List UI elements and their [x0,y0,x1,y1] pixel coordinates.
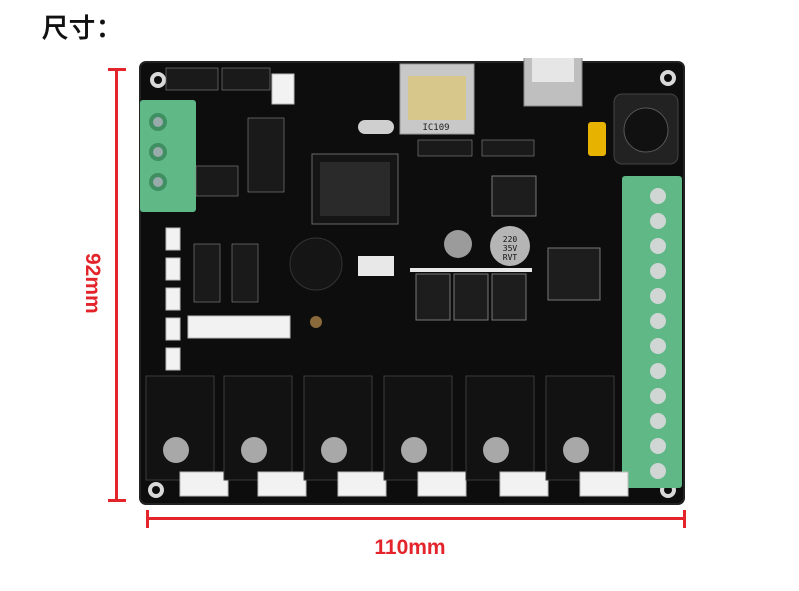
sd-card-slot: IC109 [399,63,475,135]
controller-board-photo: IC109 220 35V RVT [139,58,685,505]
usb-connector [523,58,583,107]
right-terminal-block [622,176,682,488]
width-dimension-line [146,510,686,528]
svg-text:220: 220 [503,235,518,244]
svg-text:35V: 35V [503,244,518,253]
left-terminal-block [140,100,196,212]
height-dimension-label: 92mm [81,253,104,314]
power-inductor [613,93,679,165]
page-title: 尺寸： [42,14,124,44]
capacitors-mid: 220 35V RVT [444,226,530,266]
ic-label: IC109 [422,123,449,133]
height-dimension-line [108,68,126,502]
microcontroller [311,153,399,225]
width-dimension-label: 110mm [374,536,446,559]
svg-text:RVT: RVT [503,253,518,262]
